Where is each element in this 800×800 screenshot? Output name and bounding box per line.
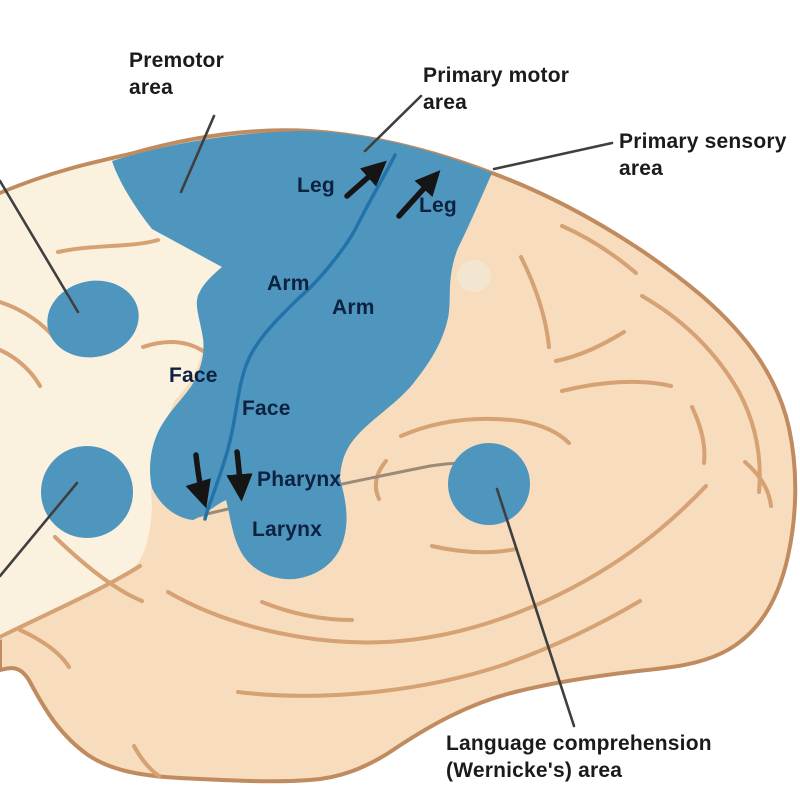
premotor-area-label-line1: Premotor <box>129 49 224 72</box>
motor-sensory-strip <box>112 131 492 580</box>
premotor-area-label: Premotor area <box>129 47 224 101</box>
wernicke-pointer-line <box>495 487 576 728</box>
primary-sensory-area-label: Primary sensory area <box>619 128 787 182</box>
wernicke-area-label: Language comprehension (Wernicke's) area <box>446 730 712 784</box>
larynx-down-arrow-right <box>226 449 253 502</box>
arm-sensory-label: Arm <box>332 296 375 319</box>
premotor-pointer-line <box>179 114 216 194</box>
pharynx-label: Pharynx <box>257 468 342 491</box>
central-sulcus-line <box>203 153 397 521</box>
wernicke-area-spot <box>448 443 530 525</box>
primary-motor-area-label: Primary motor area <box>423 62 569 116</box>
direction-arrows <box>185 160 441 509</box>
leg-motor-label: Leg <box>297 174 335 197</box>
premotor-area-label-line2: area <box>129 76 174 99</box>
face-sensory-label: Face <box>242 397 291 420</box>
leg-motor-arrow <box>344 160 387 199</box>
lower-frontal-area-spot <box>41 446 133 538</box>
wernicke-area-label-line2: (Wernicke's) area <box>446 759 623 782</box>
leg-sensory-label: Leg <box>419 194 457 217</box>
primary-motor-area-label-line2: area <box>423 91 468 114</box>
left-upper-pointer-line <box>0 179 80 314</box>
leg-sensory-arrow <box>396 170 441 219</box>
larynx-down-arrow-left <box>185 452 211 509</box>
primary-sensory-area-label-line1: Primary sensory <box>619 130 787 153</box>
primary-sensory-pointer-line <box>492 141 614 171</box>
primary-sensory-area-label-line2: area <box>619 157 664 180</box>
face-motor-label: Face <box>169 364 218 387</box>
larynx-label: Larynx <box>252 518 323 541</box>
strip-edge-notch <box>457 260 491 292</box>
left-lower-pointer-line <box>0 481 79 578</box>
wernicke-area-label-line1: Language comprehension <box>446 732 712 755</box>
primary-motor-area-label-line1: Primary motor <box>423 64 570 87</box>
arm-motor-label: Arm <box>267 272 310 295</box>
primary-motor-pointer-line <box>363 94 423 153</box>
pointer-lines <box>0 94 614 728</box>
sulci-grooves <box>0 224 773 778</box>
